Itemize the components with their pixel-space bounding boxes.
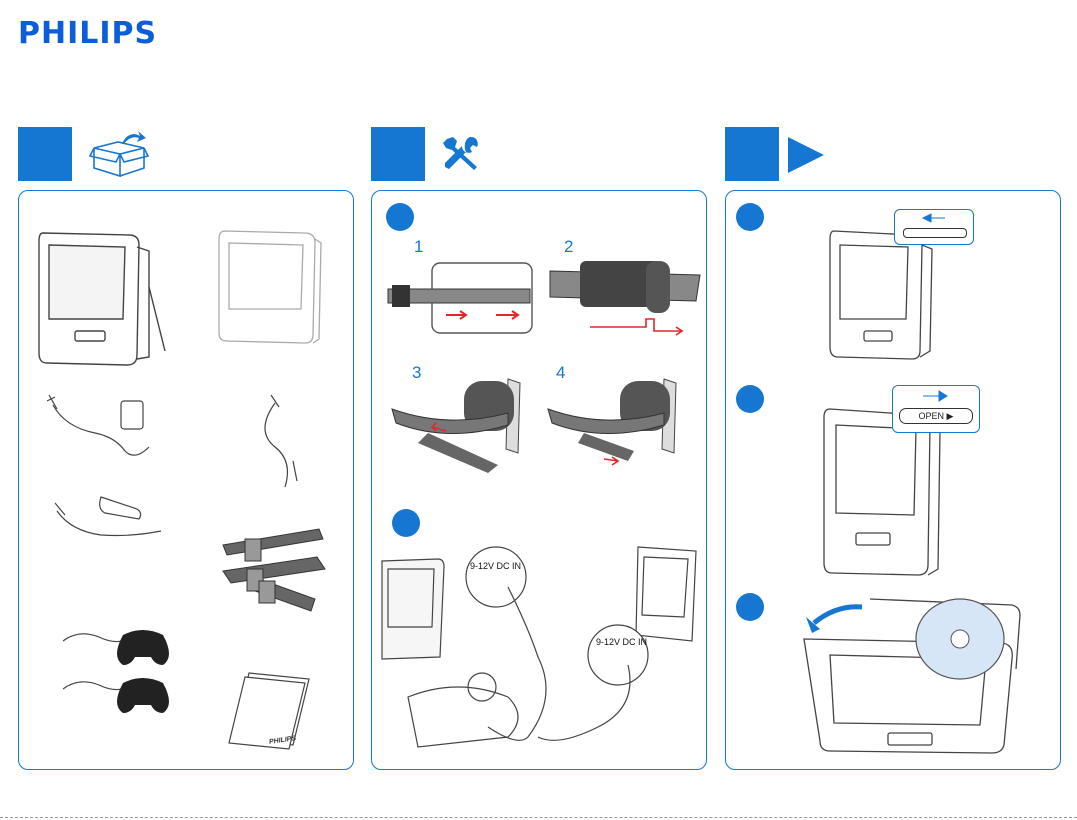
playback-panel: OPEN ▶ (725, 190, 1061, 770)
step-b-marker (392, 509, 420, 537)
step-2-marker (736, 385, 764, 413)
strap-step-4-illustration (544, 373, 694, 473)
dc-in-label-monitor: 9-12V DC IN (596, 637, 647, 647)
step-1-marker (736, 203, 764, 231)
ac-adaptor-illustration (45, 387, 165, 467)
player-power-illustration (828, 227, 948, 367)
right-arrow-icon (923, 390, 947, 402)
game-controller-2-illustration (59, 669, 179, 715)
car-connection-illustration (378, 547, 698, 757)
strap-step-1-illustration (388, 261, 538, 341)
strap-step-2-number: 2 (564, 237, 573, 257)
open-button-callout: OPEN ▶ (892, 385, 980, 433)
user-manual-illustration (223, 669, 313, 749)
strap-step-1-number: 1 (414, 237, 423, 257)
car-adaptor-illustration (51, 491, 171, 561)
strap-step-3-illustration (388, 373, 538, 473)
play-icon (786, 135, 826, 175)
dvd-player-illustration (37, 227, 167, 372)
section-2-marker (371, 127, 425, 181)
open-button[interactable]: OPEN ▶ (899, 408, 973, 424)
box-contents-panel: PHILIPS (18, 190, 354, 770)
av-cable-illustration (245, 391, 315, 491)
left-arrow-icon (923, 213, 945, 223)
open-box-icon (88, 130, 150, 180)
section-1-marker (18, 127, 72, 181)
power-switch-callout (894, 209, 974, 245)
tools-icon (441, 133, 481, 173)
monitor-illustration (217, 227, 327, 347)
strap-step-2-illustration (550, 257, 700, 347)
installation-panel: 1 2 3 4 (371, 190, 707, 770)
dc-in-label-player: 9-12V DC IN (470, 561, 521, 571)
disc-loading-illustration (800, 595, 1030, 755)
game-controller-1-illustration (59, 621, 179, 667)
step-a-marker (386, 203, 414, 231)
philips-logo: PHILIPS (18, 16, 157, 51)
crop-line (0, 817, 1077, 818)
section-3-marker (725, 127, 779, 181)
step-3-marker (736, 593, 764, 621)
power-slider[interactable] (903, 228, 967, 238)
mounting-straps-illustration (219, 515, 329, 625)
